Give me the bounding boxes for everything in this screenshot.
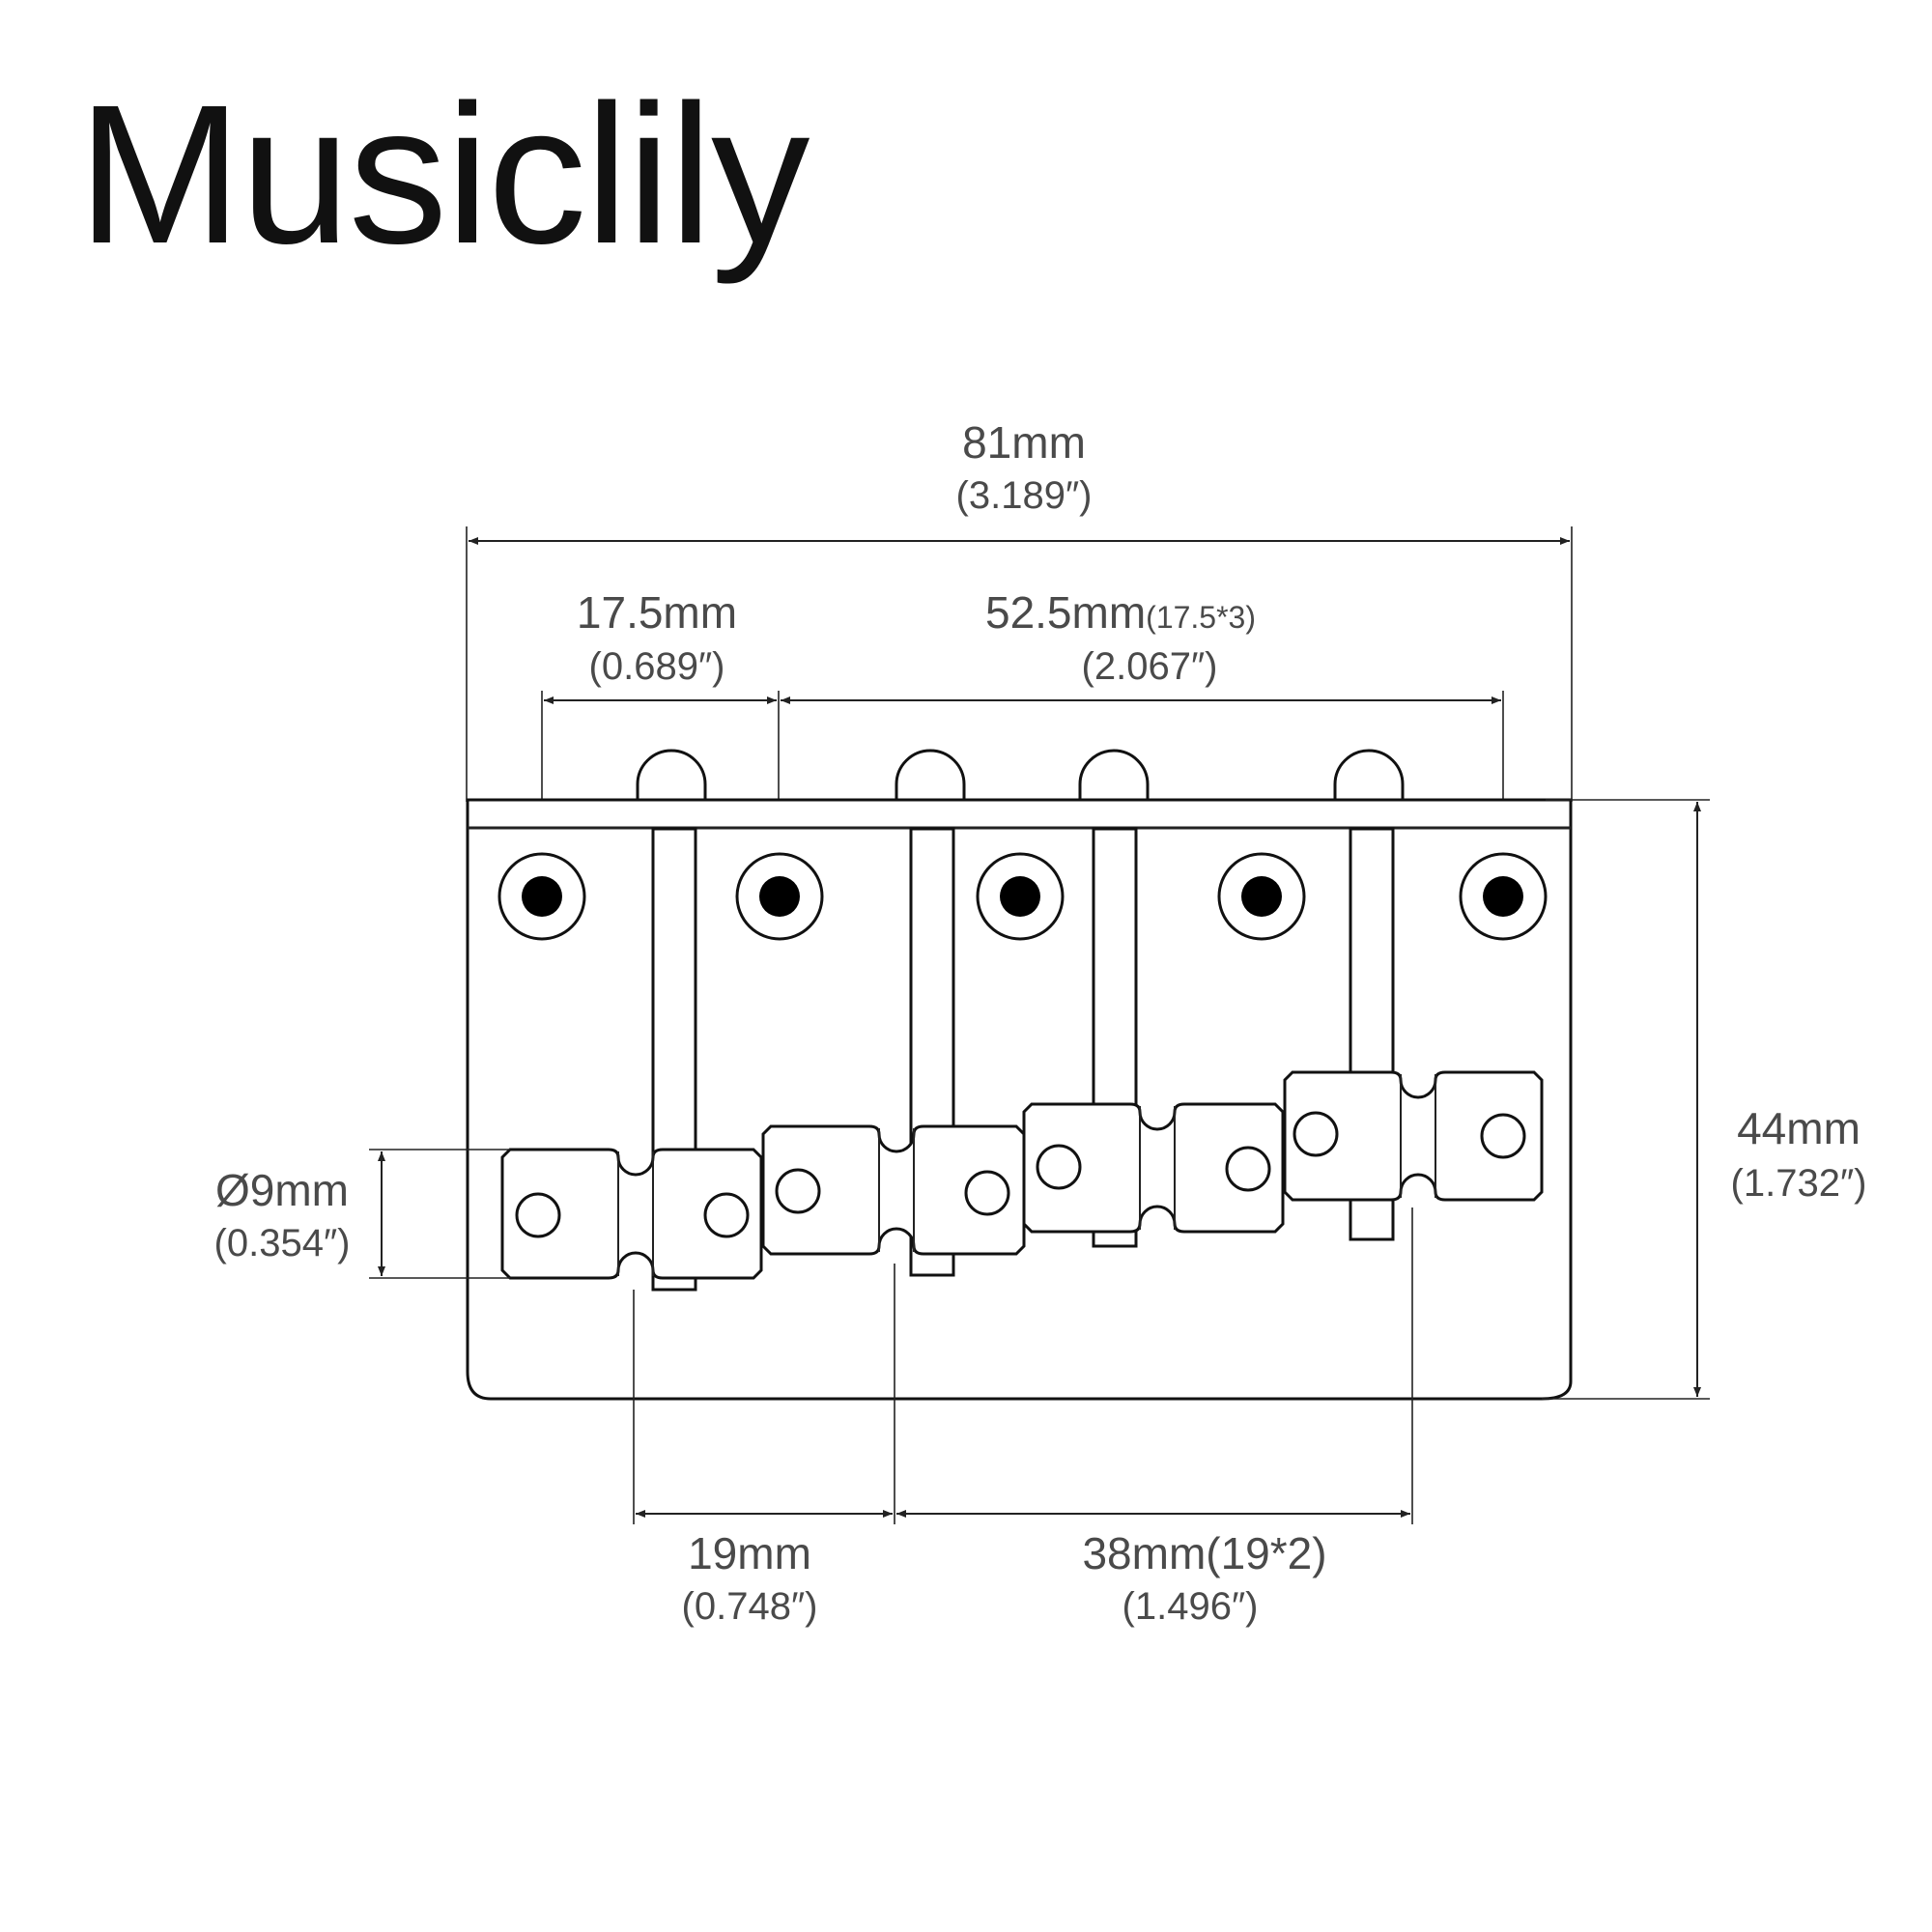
dim-mount-spacing: 52.5mm(17.5*3) (2.067″) [781, 587, 1504, 898]
height-metric: 44mm [1737, 1103, 1861, 1153]
first-spacing-metric: 17.5mm [577, 587, 737, 638]
first-spacing-imperial: (0.689″) [589, 645, 725, 688]
mounting-hole [1217, 852, 1306, 941]
mounting-holes [497, 852, 1548, 941]
saddle-diameter-metric: Ø9mm [215, 1165, 349, 1215]
mounting-hole [1459, 852, 1548, 941]
dim-saddle-diameter: Ø9mm (0.354″) [214, 1149, 510, 1279]
string-spacing-total-imperial: (1.496″) [1122, 1585, 1259, 1628]
overall-width-metric: 81mm [962, 417, 1086, 468]
string-spacing-total-metric: 38mm(19*2) [1082, 1528, 1326, 1578]
saddle-1 [500, 827, 763, 1292]
mount-spacing-metric: 52.5mm [985, 587, 1146, 638]
brand-logo-text: Musiclily [77, 64, 810, 285]
saddle-diameter-imperial: (0.354″) [214, 1222, 351, 1264]
saddle-4 [1283, 827, 1544, 1241]
saddle-2 [761, 827, 1026, 1277]
height-imperial: (1.732″) [1731, 1162, 1867, 1205]
string-spacing-imperial: (0.748″) [682, 1585, 818, 1628]
svg-text:52.5mm(17.5*3): 52.5mm(17.5*3) [985, 587, 1256, 638]
string-spacing-metric: 19mm [688, 1528, 811, 1578]
mounting-hole [735, 852, 824, 941]
saddle-3 [1022, 827, 1285, 1248]
overall-width-imperial: (3.189″) [956, 474, 1093, 517]
mounting-hole [976, 852, 1065, 941]
mounting-hole [497, 852, 586, 941]
dim-string-spacing: 19mm (0.748″) 38mm(19*2) (1.496″) [633, 1208, 1413, 1628]
mount-spacing-note: (17.5*3) [1146, 600, 1256, 635]
dim-height: 44mm (1.732″) [1542, 799, 1867, 1400]
mount-spacing-imperial: (2.067″) [1082, 645, 1218, 688]
dim-overall-width: 81mm (3.189″) [466, 417, 1573, 802]
